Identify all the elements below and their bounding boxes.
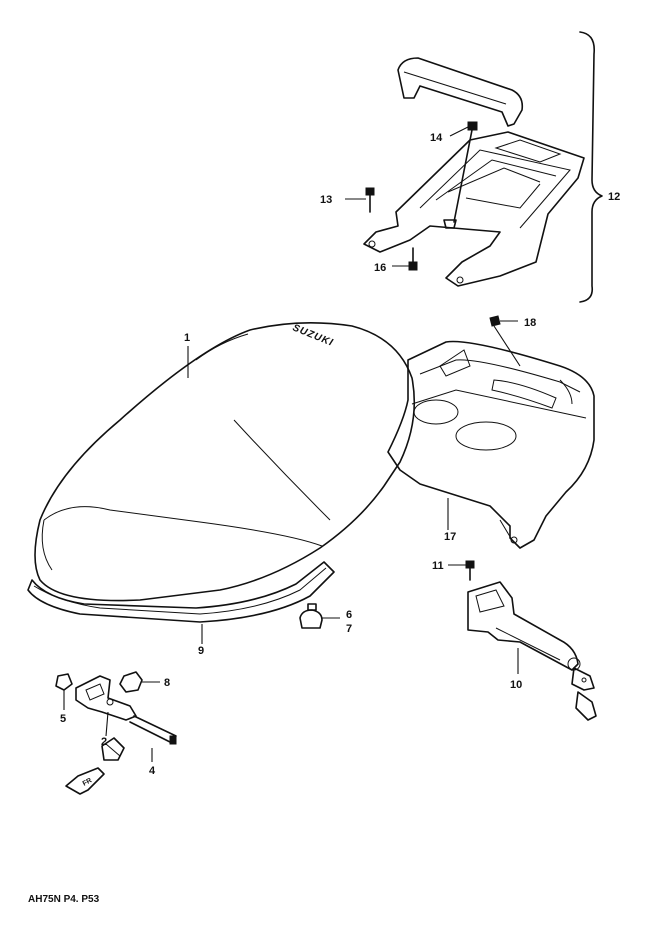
seat-brand-mark: SUZUKI — [291, 322, 335, 348]
cushion-6-7-part — [299, 603, 340, 629]
label-17: 17 — [444, 531, 456, 543]
label-16: 16 — [374, 262, 386, 274]
rear-tray-part — [387, 340, 595, 549]
pin-4-part — [129, 715, 177, 762]
label-13: 13 — [320, 194, 332, 206]
hinge-bracket-part — [75, 675, 137, 761]
carrier-handle-part — [397, 57, 524, 127]
front-arrow-icon: FR — [65, 767, 105, 795]
bolt-5-part — [55, 673, 73, 710]
label-4: 4 — [149, 765, 156, 777]
label-5: 5 — [60, 713, 66, 725]
seat-trim-part — [27, 561, 335, 623]
bolt-14-part — [443, 121, 478, 229]
seat-lock-part — [467, 581, 581, 671]
bolt-16-part — [392, 247, 418, 271]
footer-code: AH75N P4. P53 — [28, 894, 100, 905]
assembly-bracket — [579, 31, 603, 303]
carrier-rack-part — [363, 131, 585, 287]
label-14: 14 — [430, 132, 443, 144]
grommet-18-part — [489, 315, 521, 367]
label-18: 18 — [524, 317, 536, 329]
seat-brand-text: SUZUKI — [291, 322, 335, 348]
bolt-13-part — [345, 187, 375, 213]
label-1: 1 — [184, 332, 190, 344]
label-9: 9 — [198, 645, 204, 657]
bolt-11-part — [448, 560, 475, 581]
label-7: 7 — [346, 623, 352, 635]
label-12: 12 — [608, 191, 620, 203]
label-10: 10 — [510, 679, 522, 691]
lock-keys-part — [571, 667, 597, 721]
seat-part — [34, 322, 416, 602]
label-2: 2 — [101, 736, 107, 748]
nut-8-part — [119, 671, 160, 693]
label-11: 11 — [432, 560, 444, 572]
svg-text:FR: FR — [82, 777, 94, 788]
label-8: 8 — [164, 677, 170, 689]
label-6: 6 — [346, 609, 352, 621]
